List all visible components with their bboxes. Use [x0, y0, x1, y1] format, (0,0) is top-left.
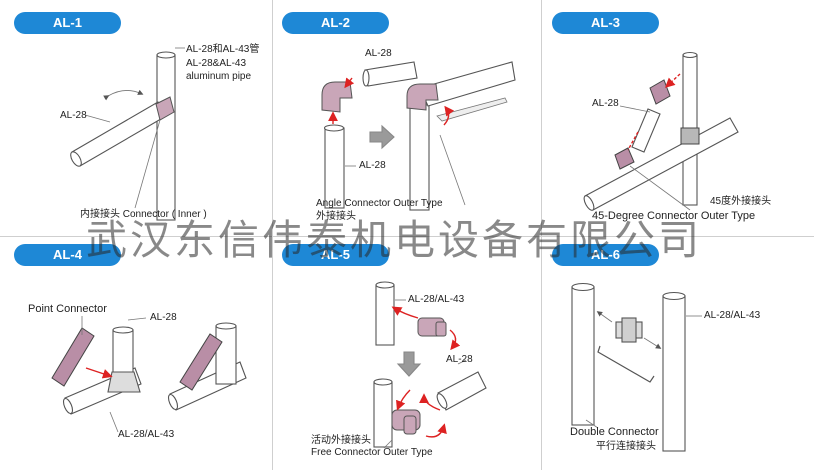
- al6-label-right: AL-28/AL-43: [704, 310, 761, 321]
- al2-caption-en: Angle Connector Outer Type: [316, 198, 443, 209]
- al1-label-pipe-cn: AL-28和AL-43管: [186, 44, 260, 55]
- al3-label-al28: AL-28: [592, 98, 619, 109]
- al1-drawing: [70, 47, 185, 221]
- al5-label-right: AL-28: [446, 354, 473, 365]
- badge-al5: AL-5: [282, 244, 389, 266]
- al3-caption-en: 45-Degree Connector Outer Type: [592, 210, 756, 222]
- al5-caption-cn: 活动外接接头: [311, 435, 371, 446]
- al3-drawing: [583, 51, 739, 211]
- al2-label-bottom: AL-28: [359, 160, 386, 171]
- al2-drawing: [321, 61, 516, 211]
- divider-h: [0, 236, 814, 237]
- badge-al4: AL-4: [14, 244, 121, 266]
- al4-label-bottom: AL-28/AL-43: [118, 429, 175, 440]
- al4-drawing: [51, 316, 247, 433]
- al2-label-top: AL-28: [365, 48, 392, 59]
- al6-caption-cn: 平行连接接头: [596, 441, 656, 452]
- badge-al1: AL-1: [14, 12, 121, 34]
- al4-label-top: AL-28: [150, 312, 177, 323]
- al5-label-top: AL-28/AL-43: [408, 294, 465, 305]
- al1-caption: 内接接头 Connector ( Inner ): [80, 209, 207, 220]
- badge-al3: AL-3: [552, 12, 659, 34]
- al1-label-pipe-en2: aluminum pipe: [186, 71, 252, 82]
- badge-al6: AL-6: [552, 244, 659, 266]
- badge-al2: AL-2: [282, 12, 389, 34]
- al5-drawing: [373, 281, 487, 449]
- al3-caption-cn: 45度外接接头: [710, 196, 772, 207]
- al4-label-point-connector: Point Connector: [28, 303, 107, 315]
- al5-caption-en: Free Connector Outer Type: [311, 447, 433, 458]
- al2-caption-cn: 外接接头: [316, 211, 356, 222]
- al6-drawing: [571, 282, 702, 452]
- divider-v2: [541, 0, 542, 470]
- al1-label-al28: AL-28: [60, 110, 87, 121]
- divider-v1: [272, 0, 273, 470]
- al1-label-pipe-en1: AL-28&AL-43: [186, 58, 247, 69]
- al6-caption-en: Double Connector: [570, 426, 659, 438]
